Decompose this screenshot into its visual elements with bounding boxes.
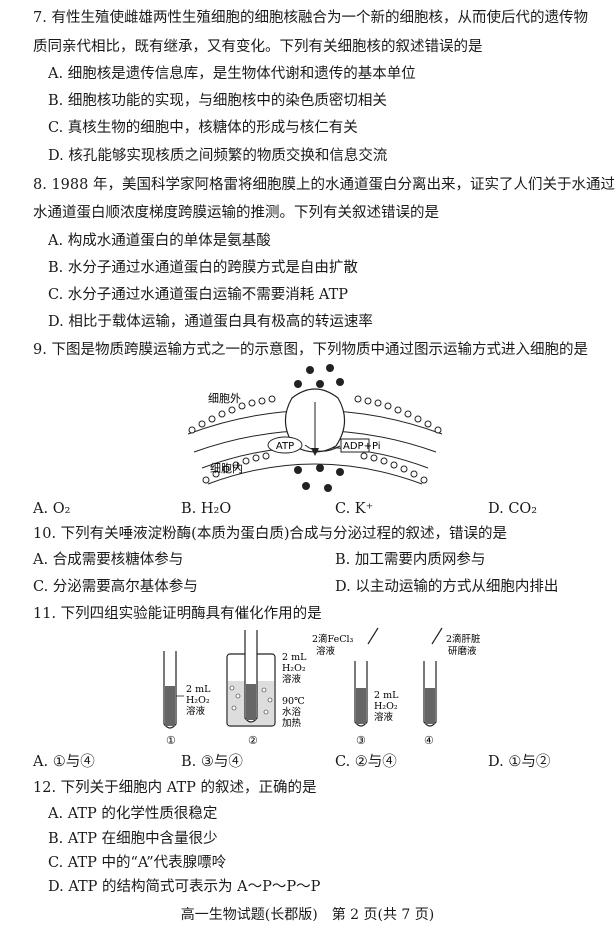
water-bath-beaker: [226, 630, 276, 727]
beaker-label-line3: 溶液: [282, 673, 302, 685]
tube3-label-line3: 溶液: [374, 711, 394, 723]
q11-option-b: B. ③与④: [181, 754, 243, 770]
adp-label: ADP+Pi: [343, 441, 381, 452]
q7-option-a: A. 细胞核是遗传信息库，是生物体代谢和遗传的基本单位: [48, 66, 416, 82]
tube3-number: ③: [356, 734, 366, 747]
liver-label-line1: 2滴肝脏: [446, 633, 481, 645]
fecl3-label-line1: 2滴FeCl₃: [312, 633, 354, 645]
tube-4: [423, 661, 437, 727]
bath-label-line1: 90℃: [282, 696, 305, 707]
q8-option-a: A. 构成水通道蛋白的单体是氨基酸: [48, 233, 271, 249]
q12-option-b: B. ATP 在细胞中含量很少: [48, 831, 218, 847]
q9-option-a: A. O₂: [33, 501, 71, 517]
tube4-number: ④: [424, 734, 434, 747]
q10-option-d: D. 以主动运输的方式从细胞内排出: [335, 579, 559, 595]
label-inside-cell: 细胞内: [210, 461, 243, 475]
q9-option-d: D. CO₂: [488, 501, 538, 517]
page-footer: 高一生物试题(长郡版) 第 2 页(共 7 页): [180, 907, 435, 923]
enzyme-experiment-diagram: 2 mL H₂O₂ 溶液 ① 2 mL H₂O₂ 溶液 90℃ 水浴 加热 ② …: [163, 627, 481, 747]
phospholipid-heads: [188, 395, 442, 484]
q12-option-c: C. ATP 中的“A”代表腺嘌呤: [48, 855, 227, 871]
q8-option-d: D. 相比于载体运输，通道蛋白具有极高的转运速率: [48, 314, 373, 330]
tube1-label-line1: 2 mL: [186, 684, 211, 695]
inside-solute-particles: [294, 464, 344, 492]
tube3-label-line1: 2 mL: [374, 690, 399, 701]
q7-option-d: D. 核孔能够实现核质之间频繁的物质交换和信息交流: [48, 148, 388, 164]
q8-stem-line1: 8. 1988 年，美国科学家阿格雷将细胞膜上的水通道蛋白分离出来，证实了人们关…: [33, 177, 615, 193]
q12-option-a: A. ATP 的化学性质很稳定: [48, 806, 218, 822]
q11-option-c: C. ②与④: [335, 754, 397, 770]
dropper-3: [367, 627, 379, 645]
dropper-4: [431, 627, 443, 645]
q12-option-d: D. ATP 的结构简式可表示为 A～P～P～P: [48, 879, 321, 895]
q9-stem: 9. 下图是物质跨膜运输方式之一的示意图，下列物质中通过图示运输方式进入细胞的是: [33, 342, 588, 358]
q11-stem: 11. 下列四组实验能证明酶具有催化作用的是: [33, 606, 322, 622]
liver-label-line2: 研磨液: [448, 645, 477, 657]
atp-label: ATP: [276, 441, 294, 452]
q12-stem: 12. 下列关于细胞内 ATP 的叙述，正确的是: [33, 780, 317, 796]
q9-option-c: C. K⁺: [335, 501, 374, 517]
tube-3: [354, 661, 368, 727]
q11-option-d: D. ①与②: [488, 754, 551, 770]
q7-stem-line1: 7. 有性生殖使雌雄两性生殖细胞的细胞核融合为一个新的细胞核，从而使后代的遗传物: [33, 10, 588, 26]
adp-box: [340, 438, 370, 453]
beaker-label-line2: H₂O₂: [282, 663, 306, 674]
tube-1: [163, 651, 184, 729]
tube3-label-line2: H₂O₂: [374, 701, 398, 712]
q8-stem-line2: 水通道蛋白顺浓度梯度跨膜运输的推测。下列有关叙述错误的是: [33, 205, 439, 221]
q8-option-b: B. 水分子通过水通道蛋白的跨膜方式是自由扩散: [48, 260, 358, 276]
q8-option-c: C. 水分子通过水通道蛋白运输不需要消耗 ATP: [48, 287, 349, 303]
q11-option-a: A. ①与④: [33, 754, 95, 770]
bath-label-line3: 加热: [282, 717, 302, 729]
q10-option-a: A. 合成需要核糖体参与: [33, 552, 184, 568]
beaker-number: ②: [248, 734, 258, 747]
tube1-number: ①: [166, 734, 176, 747]
membrane-transport-diagram: ATP ADP+Pi 细胞外 细胞内: [187, 364, 443, 492]
atp-ellipse: [267, 436, 303, 454]
q10-stem: 10. 下列有关唾液淀粉酶(本质为蛋白质)合成与分泌过程的叙述，错误的是: [33, 526, 507, 542]
tube1-label-line3: 溶液: [186, 705, 206, 717]
bath-label-line2: 水浴: [282, 706, 302, 718]
q10-option-c: C. 分泌需要高尔基体参与: [33, 579, 198, 595]
q7-stem-line2: 质同亲代相比，既有继承，又有变化。下列有关细胞核的叙述错误的是: [33, 39, 483, 55]
q7-option-c: C. 真核生物的细胞中，核糖体的形成与核仁有关: [48, 120, 358, 136]
beaker-label-line1: 2 mL: [282, 652, 307, 663]
q9-option-b: B. H₂O: [181, 501, 232, 517]
q7-option-b: B. 细胞核功能的实现，与细胞核中的染色质密切相关: [48, 93, 387, 109]
q10-option-b: B. 加工需要内质网参与: [335, 552, 486, 568]
label-outside-cell: 细胞外: [208, 392, 241, 405]
fecl3-label-line2: 溶液: [316, 645, 336, 657]
tube1-label-line2: H₂O₂: [186, 695, 210, 706]
